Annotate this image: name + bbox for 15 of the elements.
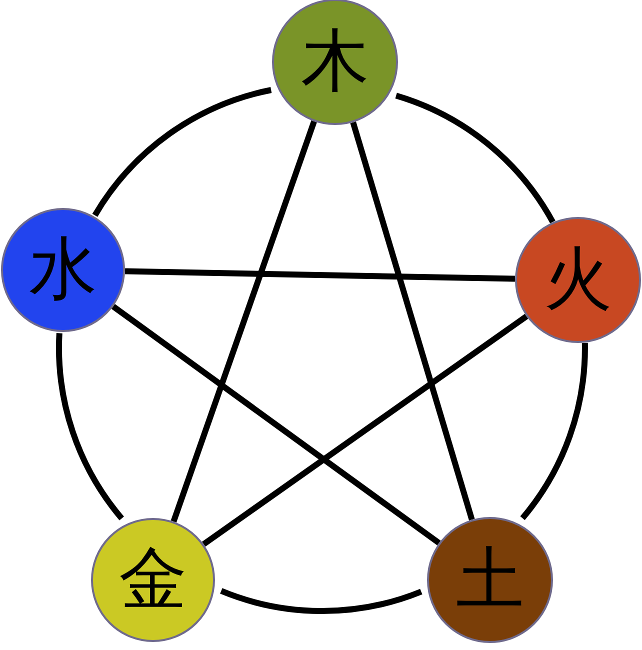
connector-arc bbox=[220, 588, 422, 614]
connector-arc bbox=[520, 342, 588, 520]
connector-line bbox=[124, 268, 516, 282]
element-character: 土 bbox=[456, 546, 524, 614]
element-character: 金 bbox=[119, 546, 187, 614]
connector-arc bbox=[395, 92, 556, 224]
connector-line bbox=[111, 304, 441, 546]
element-character: 水 bbox=[29, 236, 97, 304]
connector-line bbox=[350, 122, 475, 520]
element-character: 火 bbox=[544, 246, 612, 314]
connector-line bbox=[202, 314, 528, 547]
element-character: 木 bbox=[301, 28, 369, 96]
connector-arc bbox=[56, 333, 124, 520]
connector-line bbox=[170, 120, 317, 522]
connector-arc bbox=[92, 87, 272, 217]
